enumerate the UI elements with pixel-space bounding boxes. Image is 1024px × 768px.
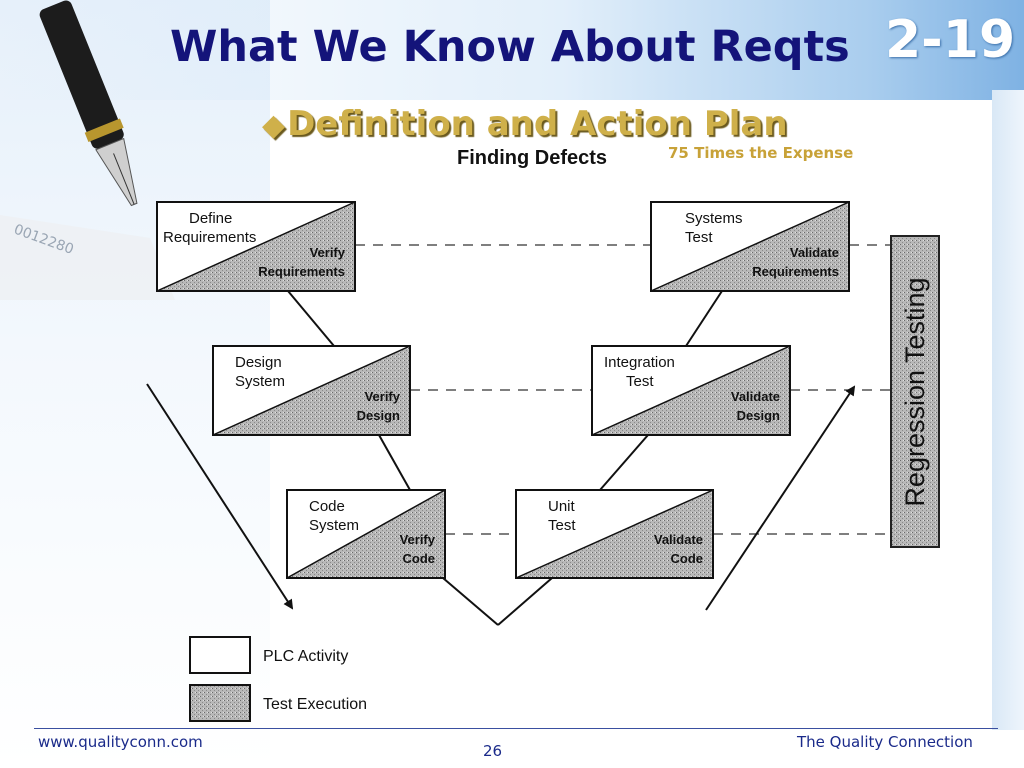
ascending-arrow <box>705 385 856 611</box>
block-diagonal <box>286 489 446 579</box>
plc-activity-label: Design <box>235 354 282 371</box>
plc-activity-label: Define <box>189 210 232 227</box>
footer-company: The Quality Connection <box>797 733 973 751</box>
plc-activity-label: Systems <box>685 210 743 227</box>
fountain-pen-image: 0012280 <box>0 0 175 300</box>
test-execution-label: Design <box>357 408 400 423</box>
plc-activity-label: System <box>309 517 359 534</box>
test-execution-label: Code <box>671 551 704 566</box>
test-execution-label: Design <box>737 408 780 423</box>
block-diagonal <box>591 345 791 436</box>
test-execution-label: Validate <box>731 389 780 404</box>
background-top-band <box>0 0 1024 100</box>
block-diagonal <box>212 345 411 436</box>
legend-label: Test Execution <box>263 696 367 713</box>
footer-page-number: 26 <box>483 742 503 760</box>
legend-label: PLC Activity <box>263 648 348 665</box>
v-connector-line <box>599 434 649 491</box>
block-border <box>286 489 446 579</box>
bullet-diamond-icon: ◆ <box>262 108 286 143</box>
block-diagonal <box>650 201 850 292</box>
block-diagonal <box>515 489 714 579</box>
test-execution-label: Verify <box>310 245 346 260</box>
expense-note: 75 Times the Expense <box>668 144 854 162</box>
plc-activity-label: Test <box>685 229 713 246</box>
v-connector-line <box>685 290 723 347</box>
background-right-strip <box>992 90 1024 730</box>
v-connector-line <box>378 434 411 491</box>
footer-divider <box>34 728 998 729</box>
block-border <box>212 345 411 436</box>
v-connector-line <box>442 577 499 626</box>
diagram-heading: Finding Defects <box>457 147 607 169</box>
legend-swatch-shaded <box>189 684 251 722</box>
test-execution-label: Verify <box>400 532 436 547</box>
plc-activity-label: Test <box>548 517 576 534</box>
block-diagonal <box>156 201 356 292</box>
regression-testing-label: Regression Testing <box>900 277 930 506</box>
block-border <box>515 489 714 579</box>
test-execution-label: Validate <box>790 245 839 260</box>
block-border <box>156 201 356 292</box>
v-connector-line <box>497 577 553 626</box>
plc-activity-label: Integration <box>604 354 675 371</box>
plc-activity-label: Code <box>309 498 345 515</box>
slide-number: 2-19 <box>885 10 1016 70</box>
test-execution-label: Requirements <box>258 264 345 279</box>
regression-testing-bar <box>890 235 940 548</box>
plc-activity-label: Test <box>626 373 654 390</box>
test-execution-label: Requirements <box>752 264 839 279</box>
block-border <box>650 201 850 292</box>
plc-activity-label: Requirements <box>163 229 256 246</box>
footer-website: www.qualityconn.com <box>38 733 203 751</box>
v-connector-line <box>287 290 335 347</box>
test-execution-label: Code <box>403 551 436 566</box>
slide-title: What We Know About Reqts <box>170 22 850 72</box>
bullet-text: Definition and Action Plan <box>287 104 788 144</box>
bullet-item: ◆Definition and Action Plan <box>262 104 788 144</box>
test-execution-label: Validate <box>654 532 703 547</box>
descending-arrow <box>146 383 294 610</box>
plc-activity-label: System <box>235 373 285 390</box>
block-border <box>591 345 791 436</box>
test-execution-label: Verify <box>365 389 401 404</box>
plc-activity-label: Unit <box>548 498 576 515</box>
legend-swatch-plain <box>189 636 251 674</box>
